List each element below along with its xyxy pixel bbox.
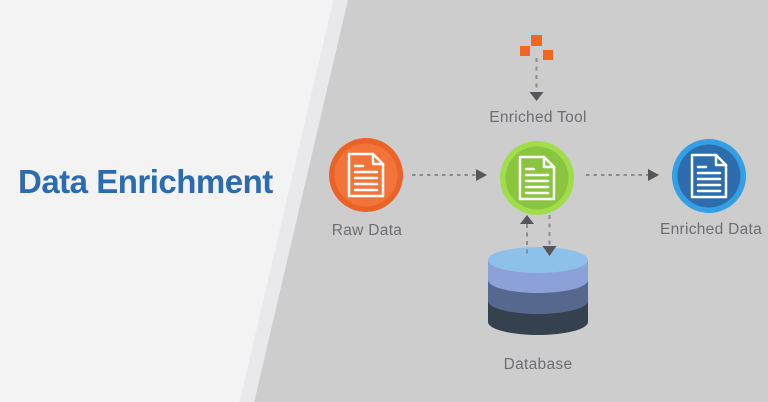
enriched-data-node xyxy=(672,139,746,213)
document-icon xyxy=(347,152,385,198)
orange-squares-icon xyxy=(520,35,553,60)
raw-data-label: Raw Data xyxy=(331,222,403,239)
raw-data-node xyxy=(329,138,403,212)
document-icon xyxy=(690,153,728,199)
flow-arrow-left xyxy=(412,169,487,181)
tool-arrow xyxy=(529,58,544,101)
document-icon xyxy=(518,155,556,201)
page-title: Data Enrichment xyxy=(18,163,273,200)
database-cylinder-icon xyxy=(488,247,588,335)
db-upload-arrow xyxy=(520,215,534,258)
database-label: Database xyxy=(503,356,573,373)
flow-arrow-right xyxy=(586,169,659,181)
enriched-data-label: Enriched Data xyxy=(659,221,763,238)
db-download-arrow xyxy=(542,215,557,256)
enrichment-node xyxy=(500,141,574,215)
enriched-tool-label: Enriched Tool xyxy=(489,109,587,126)
